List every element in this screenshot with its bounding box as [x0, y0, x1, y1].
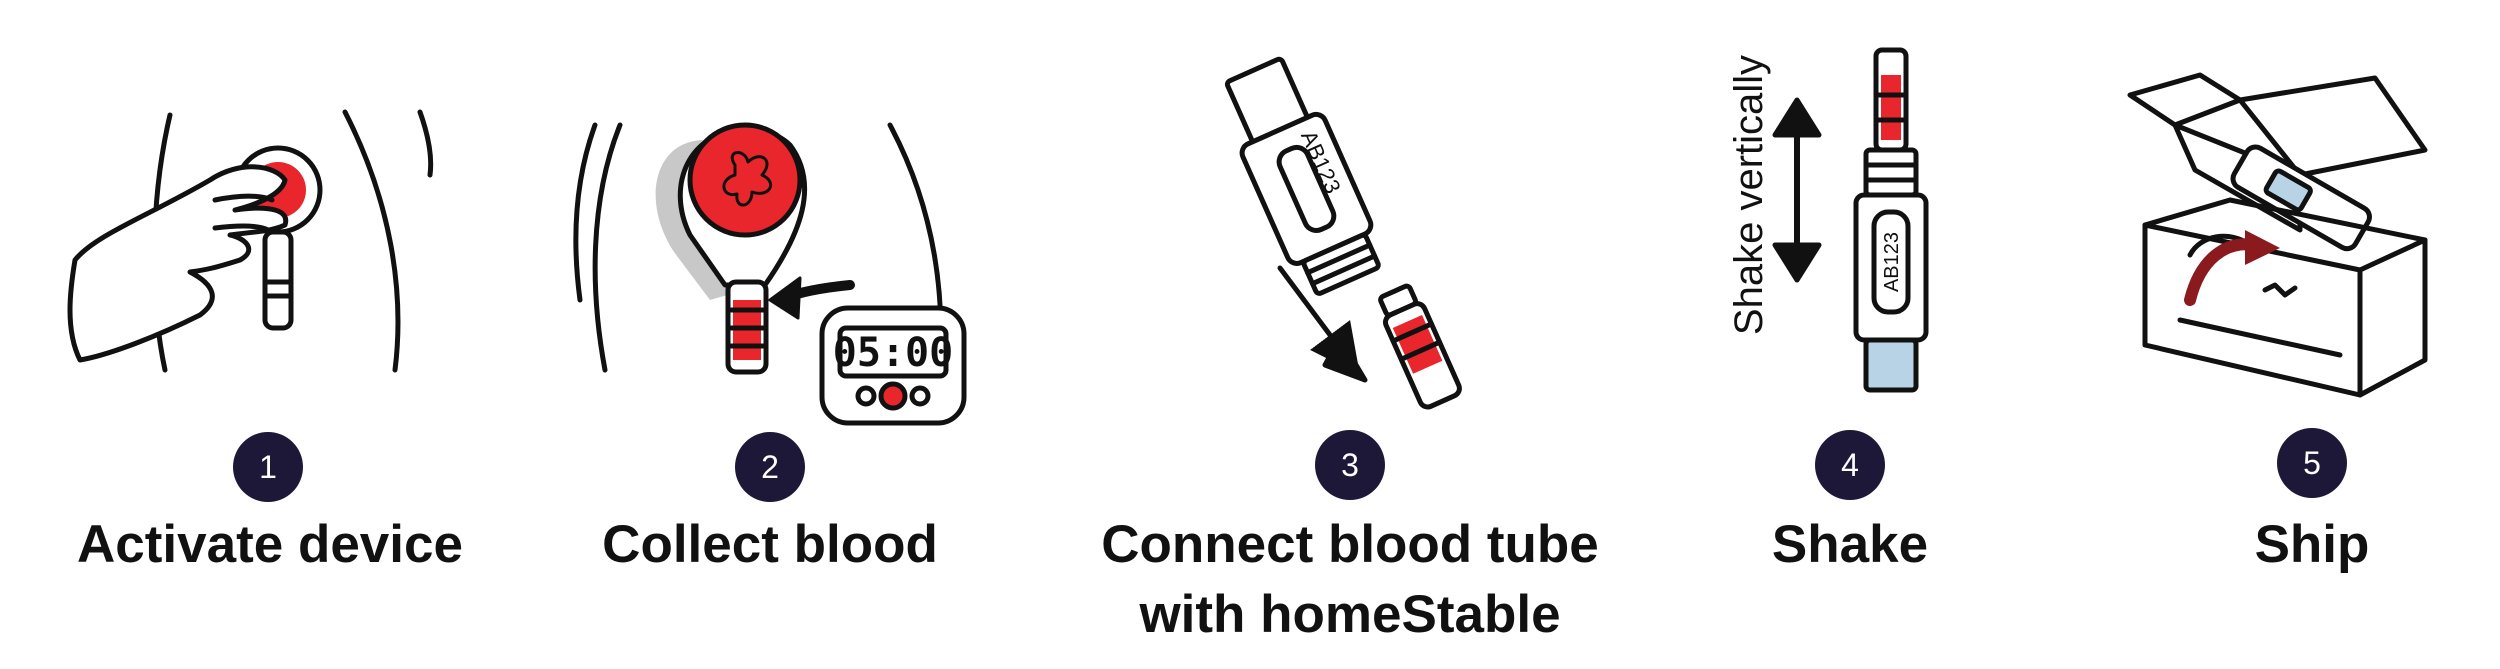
step-5-number: 5	[2303, 444, 2321, 481]
step-4-badge: 4	[1815, 430, 1885, 500]
step-5-label: Ship	[2254, 515, 2370, 574]
shake-tube-icon	[1772, 47, 1929, 393]
timer-icon	[819, 305, 967, 426]
shake-vertically-label: Shake vertically	[1727, 55, 1771, 335]
step-1-number: 1	[259, 448, 277, 485]
step-3-number: 3	[1341, 446, 1359, 483]
hand-activating-device-icon	[67, 109, 434, 373]
curved-arrow-head-icon	[2245, 230, 2280, 265]
shipping-box-icon	[2127, 72, 2428, 398]
step-3-label: Connect blood tube with homeStable	[1101, 515, 1599, 644]
step-4-label: Shake	[1771, 515, 1929, 574]
step-4-number: 4	[1841, 446, 1859, 483]
connect-tube-icon	[1224, 56, 1462, 410]
step-1-label: Activate device	[77, 515, 463, 574]
step-5-badge: 5	[2277, 428, 2347, 498]
step-2-badge: 2	[735, 432, 805, 502]
step-1-badge: 1	[233, 432, 303, 502]
blood-collection-device-icon	[573, 122, 967, 426]
step-2-number: 2	[761, 448, 779, 485]
step-3-badge: 3	[1315, 430, 1385, 500]
tube-code-label-step4: AB123	[1881, 232, 1903, 292]
timer-display: 05:00	[833, 330, 953, 376]
step-2-label: Collect blood	[602, 515, 938, 574]
